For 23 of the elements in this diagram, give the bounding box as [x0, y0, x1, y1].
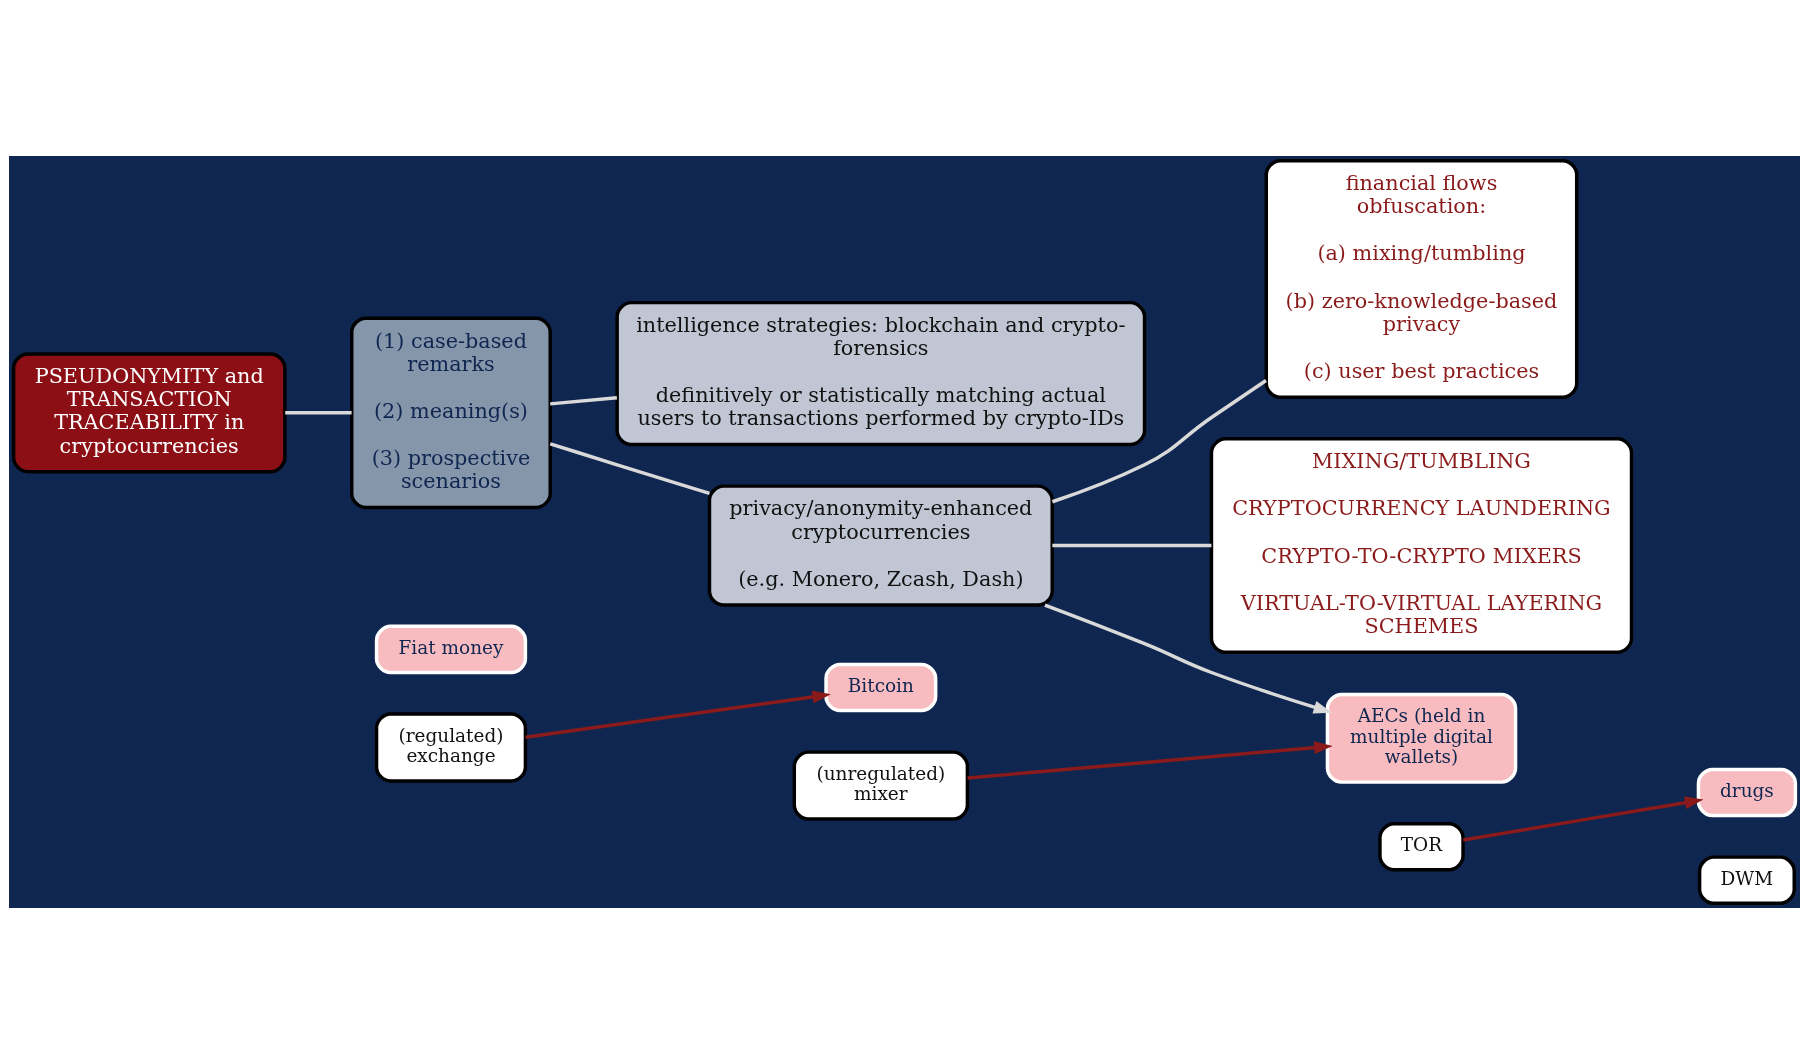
- arrow: [524, 690, 831, 739]
- connector: [549, 396, 617, 406]
- node-box: TOR: [1377, 821, 1465, 872]
- node-box: drugs: [1696, 767, 1797, 818]
- node-box: Bitcoin: [823, 662, 937, 713]
- connector: [1051, 543, 1211, 548]
- node-box: (unregulated) mixer: [792, 750, 969, 821]
- node-box: Fiat money: [374, 624, 527, 675]
- node-box: AECs (held in multiple digital wallets): [1325, 692, 1517, 784]
- arrow: [966, 741, 1333, 780]
- node-box: DWM: [1697, 855, 1796, 906]
- connector: [1051, 379, 1267, 504]
- node-box: intelligence strategies: blockchain and crypto-forensics definitively or statistically matching actual users to transactions performed by crypto-IDs: [614, 300, 1146, 447]
- arrow: [1043, 603, 1332, 714]
- node-box: financial flows obfuscation: (a) mixing/tumbling (b) zero-knowledge-based privacy (c) user best practices: [1264, 158, 1578, 399]
- arrow: [1462, 796, 1703, 842]
- node-box: MIXING/TUMBLING CRYPTOCURRENCY LAUNDERING CRYPTO-TO-CRYPTO MIXERS VIRTUAL-TO-VIRTUAL LAYERING SCHEMES: [1209, 437, 1633, 655]
- connector: [549, 442, 710, 495]
- node-box: privacy/anonymity-enhanced cryptocurrencies (e.g. Monero, Zcash, Dash): [707, 484, 1054, 607]
- connector: [284, 411, 352, 415]
- node-box: PSEUDONYMITY and TRANSACTION TRACEABILITY in cryptocurrencies: [11, 352, 287, 474]
- node-box: (regulated) exchange: [374, 712, 527, 783]
- node-box: (1) case-based remarks (2) meaning(s) (3) prospective scenarios: [349, 316, 552, 510]
